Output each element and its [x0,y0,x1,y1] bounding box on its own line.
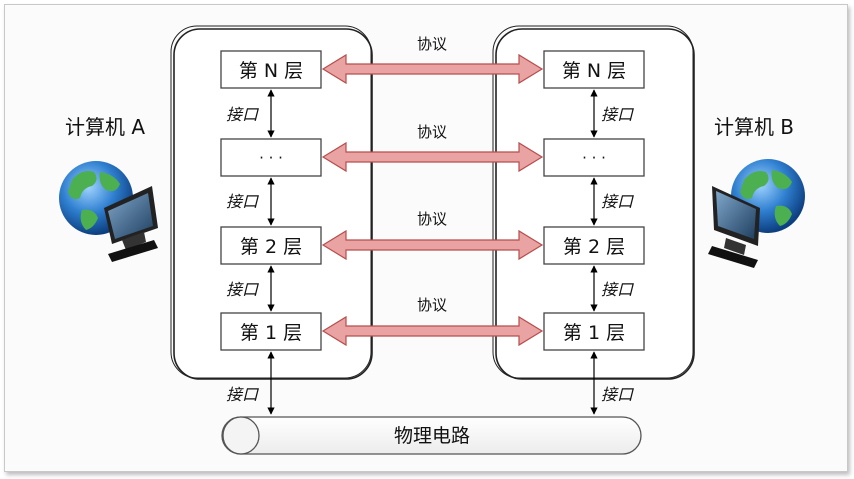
layer-n-label-a: 第 N 层 [239,60,303,82]
computer-b-label: 计算机 B [714,115,794,139]
globe-computer-icon-b [708,159,805,268]
protocol-arrow-1 [321,315,544,347]
interface-label-a-2: 接口 [226,192,259,211]
layer-1-label-b: 第 1 层 [563,322,625,344]
physical-circuit-tube [221,416,642,455]
interface-label-b-2: 接口 [601,192,634,211]
physical-circuit-label: 物理电路 [394,425,470,447]
layer-1-box-b [543,312,645,351]
interface-label-a-3: 接口 [226,280,259,299]
protocol-arrow-middle [321,141,544,173]
layer-n-box-a [220,50,322,89]
layer-n-label-b: 第 N 层 [562,60,626,82]
interface-label-a-1: 接口 [226,105,259,124]
layer-middle-label-b: · · · [582,149,606,167]
protocol-arrow-2 [321,229,544,261]
protocol-arrow-n [321,53,544,85]
layer-middle-label-a: · · · [259,149,283,167]
layer-2-label-a: 第 2 层 [240,236,302,258]
protocol-label-n: 协议 [417,35,447,53]
computer-a-label: 计算机 A [65,115,145,139]
layer-n-box-b [543,50,645,89]
layer-middle-box-a [220,138,322,177]
interface-label-b-3: 接口 [601,280,634,299]
layer-2-box-a [220,226,322,265]
layer-1-box-a [220,312,322,351]
layer-2-label-b: 第 2 层 [563,236,625,258]
interface-label-b-1: 接口 [601,105,634,124]
protocol-label-2: 协议 [417,210,447,228]
protocol-label-1: 协议 [417,296,447,314]
layer-2-box-b [543,226,645,265]
protocol-label-middle: 协议 [417,123,447,141]
interface-label-b-4: 接口 [601,385,634,404]
layer-middle-box-b [543,138,645,177]
layer-1-label-a: 第 1 层 [240,322,302,344]
globe-computer-icon-a [59,161,158,262]
interface-label-a-4: 接口 [226,385,259,404]
